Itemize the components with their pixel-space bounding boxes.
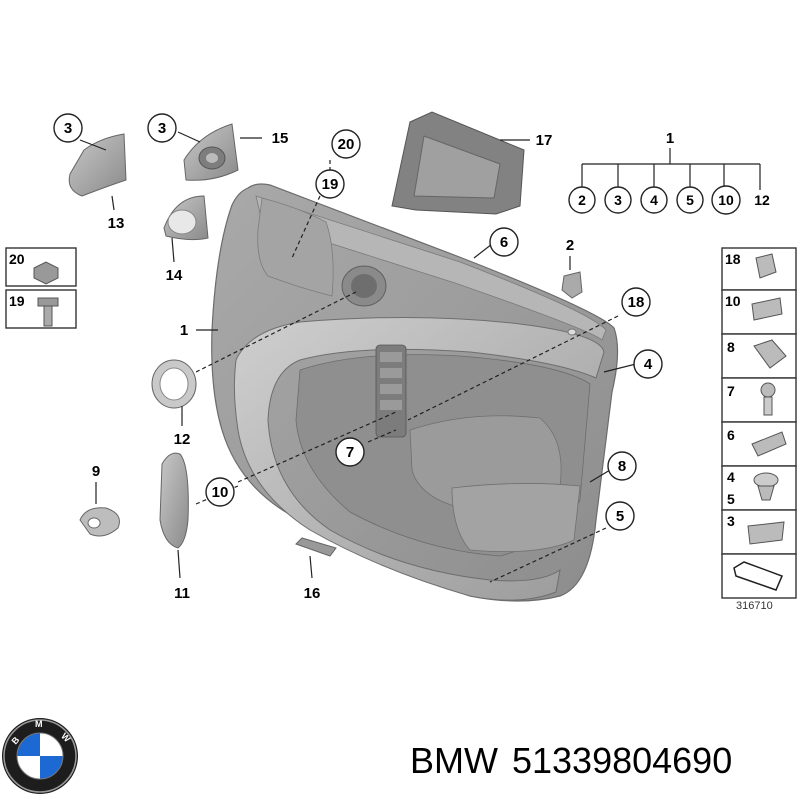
right-legend: 18 10 8 7 6 4 5 3 <box>725 251 741 529</box>
right-legend-4: 6 <box>727 427 735 443</box>
right-legend-3: 7 <box>727 383 735 399</box>
callout-numbers: 3 13 3 15 14 20 19 17 1 6 2 1 18 4 12 7 … <box>64 120 674 602</box>
callout-8: 8 <box>618 458 626 475</box>
kit-item-5: 12 <box>754 192 770 208</box>
door-panel <box>211 183 619 602</box>
callout-1: 1 <box>180 322 188 339</box>
part-16-strip <box>295 537 337 557</box>
callout-2: 2 <box>566 237 574 254</box>
callout-1-kit: 1 <box>666 130 674 147</box>
callout-7: 7 <box>346 444 354 461</box>
callout-3a: 3 <box>64 120 72 137</box>
callout-10: 10 <box>212 484 229 501</box>
kit-item-2: 4 <box>650 192 658 208</box>
part-14-tweeter <box>163 195 209 241</box>
part-15-tweeter-housing <box>183 123 239 181</box>
part-13-cover <box>68 133 127 197</box>
right-legend-1: 10 <box>725 293 741 309</box>
svg-text:M: M <box>35 719 43 729</box>
right-legend-2: 8 <box>727 339 735 355</box>
callout-11: 11 <box>174 585 190 602</box>
callout-16: 16 <box>304 585 321 602</box>
callout-12: 12 <box>174 431 191 448</box>
bmw-logo: B M W <box>2 718 78 794</box>
callout-18: 18 <box>628 294 645 311</box>
right-legend-6: 5 <box>727 491 735 507</box>
left-legend-boxes <box>5 247 77 329</box>
left-legend-1: 19 <box>9 293 25 309</box>
part-number: 51339804690 <box>511 740 733 781</box>
right-legend-boxes <box>721 247 797 599</box>
callout-15: 15 <box>272 130 289 147</box>
kit-breakdown: 2 3 4 5 10 12 <box>578 192 770 208</box>
callout-14: 14 <box>166 267 183 284</box>
part-9-bracket <box>79 507 120 537</box>
callout-4: 4 <box>644 356 653 373</box>
right-legend-7: 3 <box>727 513 735 529</box>
brand-name: BMW <box>410 740 498 781</box>
right-legend-0: 18 <box>725 251 741 267</box>
kit-item-1: 3 <box>614 192 622 208</box>
left-legend-0: 20 <box>9 251 25 267</box>
callout-9: 9 <box>92 463 100 480</box>
part-11-handle <box>159 452 189 549</box>
part-12-ring <box>151 359 197 409</box>
callout-19: 19 <box>322 176 339 193</box>
right-legend-5: 4 <box>727 469 735 485</box>
leader-lines <box>79 131 761 579</box>
svg-text:B: B <box>10 734 22 746</box>
part-caption: BMW 51339804690 <box>410 740 732 782</box>
catalog-number: 316710 <box>736 600 773 612</box>
callout-6: 6 <box>500 234 508 251</box>
callout-bubbles <box>53 113 741 531</box>
left-legend: 20 19 <box>9 251 25 309</box>
part-17-frame <box>391 111 525 215</box>
kit-item-3: 5 <box>686 192 694 208</box>
kit-item-4: 10 <box>718 192 734 208</box>
callout-3b: 3 <box>158 120 166 137</box>
part-2-clip <box>561 271 583 299</box>
callout-13: 13 <box>108 215 125 232</box>
callout-17: 17 <box>536 132 553 149</box>
callout-5: 5 <box>616 508 624 525</box>
callout-20: 20 <box>338 136 355 153</box>
kit-item-0: 2 <box>578 192 586 208</box>
